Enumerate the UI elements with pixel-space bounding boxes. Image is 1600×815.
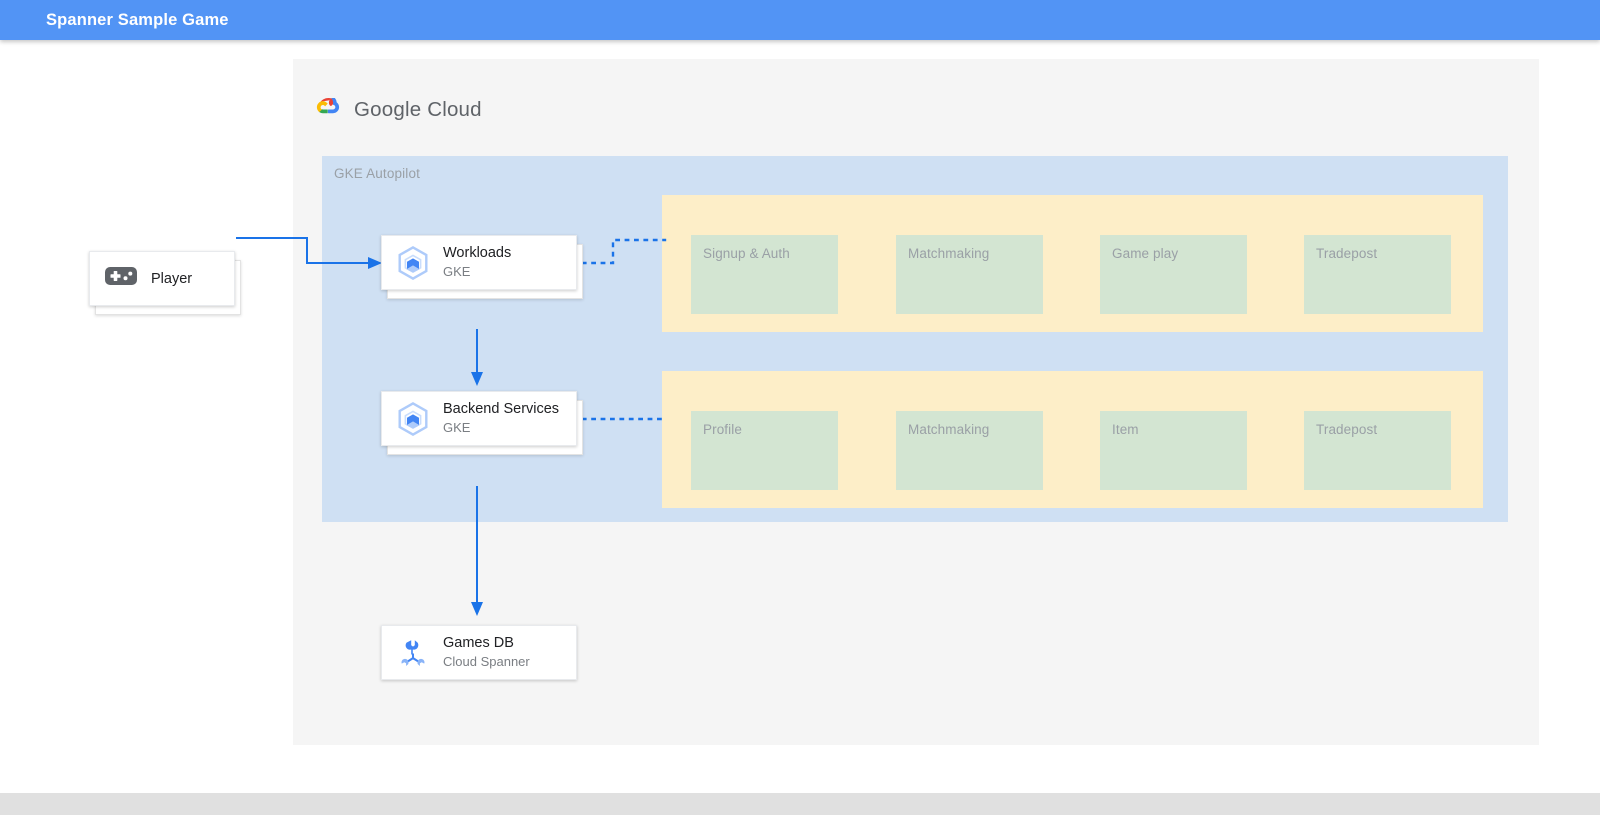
diagram-canvas: Google Cloud GKE Autopilot Signup & Auth… (0, 40, 1600, 793)
node-player-title: Player (151, 270, 193, 287)
node-backend-services-card[interactable]: Backend Services GKE (381, 391, 577, 446)
gke-hexagon-icon (396, 245, 430, 280)
node-backend-services-subtitle: GKE (443, 420, 471, 435)
service-box: Game play (1100, 235, 1247, 314)
node-workloads-texts: Workloads GKE (443, 245, 511, 280)
service-box: Item (1100, 411, 1247, 490)
service-box-label: Tradepost (1316, 422, 1378, 437)
service-box: Tradepost (1304, 235, 1451, 314)
service-box: Signup & Auth (691, 235, 838, 314)
node-player-card[interactable]: Player (89, 251, 235, 306)
service-box-label: Matchmaking (908, 246, 990, 261)
gamepad-icon (104, 264, 138, 293)
service-box: Matchmaking (896, 411, 1043, 490)
backend-service-group: Profile Matchmaking Item Tradepost (662, 371, 1483, 508)
google-cloud-logo-icon (316, 97, 340, 113)
node-workloads-subtitle: GKE (443, 264, 471, 279)
node-backend-services-title: Backend Services (443, 401, 560, 417)
node-games-db-subtitle: Cloud Spanner (443, 654, 530, 669)
workloads-service-group: Signup & Auth Matchmaking Game play Trad… (662, 195, 1483, 332)
node-workloads-card[interactable]: Workloads GKE (381, 235, 577, 290)
service-box-label: Game play (1112, 246, 1179, 261)
service-box-label: Profile (703, 422, 742, 437)
node-games-db-texts: Games DB Cloud Spanner (443, 635, 530, 670)
service-box: Profile (691, 411, 838, 490)
service-box-label: Matchmaking (908, 422, 990, 437)
service-box: Tradepost (1304, 411, 1451, 490)
google-cloud-panel: Google Cloud GKE Autopilot Signup & Auth… (293, 59, 1539, 745)
service-box: Matchmaking (896, 235, 1043, 314)
google-cloud-logo-text: Google Cloud (354, 98, 482, 121)
service-box-label: Item (1112, 422, 1139, 437)
app-bar: Spanner Sample Game (0, 0, 1600, 40)
node-workloads-title: Workloads (443, 245, 512, 261)
service-box-label: Signup & Auth (703, 246, 790, 261)
service-box-label: Tradepost (1316, 246, 1378, 261)
node-games-db-title: Games DB (443, 635, 514, 651)
node-games-db-card[interactable]: Games DB Cloud Spanner (381, 625, 577, 680)
node-backend-services-texts: Backend Services GKE (443, 401, 559, 436)
cloud-spanner-icon (396, 636, 430, 670)
bottom-strip (0, 793, 1600, 815)
gke-autopilot-region: GKE Autopilot Signup & Auth Matchmaking … (322, 156, 1508, 522)
gke-hexagon-icon (396, 401, 430, 436)
gke-autopilot-label: GKE Autopilot (334, 166, 421, 181)
google-cloud-logo: Google Cloud (311, 95, 482, 125)
app-title: Spanner Sample Game (46, 11, 229, 29)
